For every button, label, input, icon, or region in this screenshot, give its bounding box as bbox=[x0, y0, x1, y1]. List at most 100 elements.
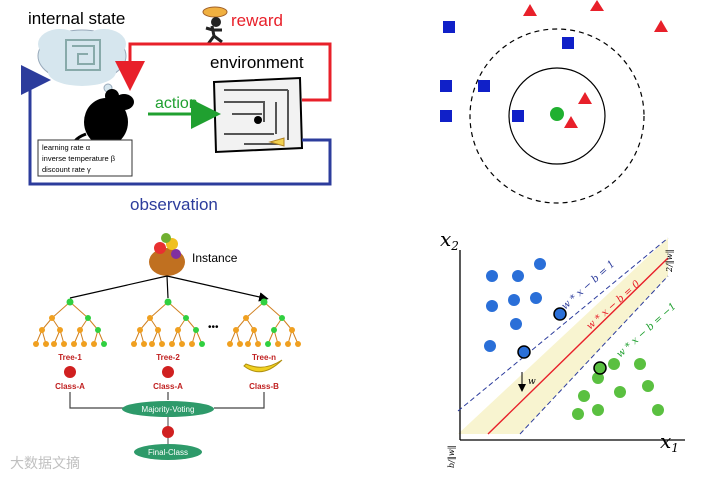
knn-blue-square bbox=[562, 37, 574, 49]
rf-vote-lines bbox=[69, 392, 265, 409]
svm-class-blue-point bbox=[486, 270, 498, 282]
tree-leaf bbox=[33, 341, 39, 347]
fruit-basket-icon bbox=[149, 233, 185, 276]
svm-decision-line bbox=[487, 257, 669, 435]
tree-node bbox=[95, 327, 101, 333]
knn-outer-circle bbox=[469, 28, 645, 204]
tree-n-class: Class-B bbox=[249, 382, 279, 391]
w-vector-label: w bbox=[528, 377, 536, 387]
tree-node bbox=[85, 315, 91, 321]
tree-leaf bbox=[265, 341, 271, 347]
tree-leaf bbox=[91, 341, 97, 347]
action-label: action bbox=[155, 95, 198, 112]
observation-label: observation bbox=[130, 195, 218, 214]
rf-ellipsis: ••• bbox=[208, 322, 219, 333]
tree-node bbox=[243, 315, 249, 321]
maze-environment-icon bbox=[212, 76, 304, 154]
tree-leaf bbox=[71, 341, 77, 347]
tree-node bbox=[137, 327, 143, 333]
knn-query-point bbox=[550, 107, 564, 121]
tree-1-label: Tree-1 bbox=[58, 353, 82, 362]
decision-tree bbox=[227, 298, 301, 347]
tree-leaf bbox=[149, 341, 155, 347]
tree-node bbox=[233, 327, 239, 333]
svm-class-green-point bbox=[578, 390, 590, 402]
internal-state-label: internal state bbox=[28, 9, 125, 28]
tree-node bbox=[57, 327, 63, 333]
knn-inner-circle bbox=[508, 67, 606, 165]
svm-class-blue-point bbox=[484, 340, 496, 352]
knn-blue-square bbox=[440, 110, 452, 122]
tree-leaf bbox=[227, 341, 233, 347]
margin-width-label: 2/‖w‖ bbox=[665, 249, 674, 273]
tree-leaf bbox=[245, 341, 251, 347]
majority-voting-node bbox=[122, 401, 214, 417]
svm-class-blue-point bbox=[486, 300, 498, 312]
tree-leaf bbox=[295, 341, 301, 347]
tree-node bbox=[251, 327, 257, 333]
svm-support-vector-blue bbox=[517, 345, 531, 359]
tree-leaf bbox=[101, 341, 107, 347]
tree-2-label: Tree-2 bbox=[156, 353, 180, 362]
tree-2-class: Class-A bbox=[153, 382, 183, 391]
svm-points bbox=[484, 258, 664, 420]
svm-class-green-point bbox=[592, 372, 604, 384]
svm-class-green-point bbox=[652, 404, 664, 416]
tree-leaf bbox=[285, 341, 291, 347]
svm-lower-margin-line bbox=[519, 275, 669, 435]
params-box bbox=[37, 139, 133, 177]
svm-class-green-point bbox=[634, 358, 646, 370]
knn-red-triangle bbox=[578, 92, 592, 104]
tree-node bbox=[271, 327, 277, 333]
tree-leaf bbox=[81, 341, 87, 347]
rf-trees bbox=[33, 275, 301, 347]
tree-n-label: Tree-n bbox=[252, 353, 276, 362]
tree-node bbox=[77, 327, 83, 333]
final-class-label: Final-Class bbox=[148, 448, 188, 457]
tree-leaf bbox=[275, 341, 281, 347]
tree-node bbox=[183, 315, 189, 321]
tree-leaf bbox=[51, 341, 57, 347]
thought-cloud bbox=[37, 29, 127, 99]
knn-red-triangle bbox=[654, 20, 668, 32]
reward-label: reward bbox=[231, 11, 283, 30]
svm-class-blue-point bbox=[508, 294, 520, 306]
environment-label: environment bbox=[210, 53, 304, 72]
final-class-node bbox=[134, 444, 202, 460]
param-discount-rate: discount rate γ bbox=[42, 165, 91, 174]
tree-leaf bbox=[255, 341, 261, 347]
rf-panel: Instance ••• Tree-1 Tree-2 Tree-n Class-… bbox=[33, 233, 301, 460]
offset-b-label: b/‖w‖ bbox=[447, 445, 456, 468]
svm-class-green-point bbox=[592, 404, 604, 416]
tree-leaf bbox=[179, 341, 185, 347]
tree-node bbox=[260, 298, 268, 306]
knn-red-triangle bbox=[523, 4, 537, 16]
tree-leaf bbox=[189, 341, 195, 347]
banana-icon bbox=[243, 359, 283, 373]
knn-blue-square bbox=[512, 110, 524, 122]
svm-class-green-point bbox=[572, 408, 584, 420]
tree-leaf bbox=[237, 341, 243, 347]
svm-class-green-point bbox=[608, 358, 620, 370]
tree-leaf bbox=[159, 341, 165, 347]
tree-node bbox=[289, 327, 295, 333]
reward-runner-icon bbox=[202, 6, 228, 45]
svm-class-green-point bbox=[642, 380, 654, 392]
tree-node bbox=[175, 327, 181, 333]
param-inverse-temperature: inverse temperature β bbox=[42, 154, 116, 163]
tree-leaf bbox=[141, 341, 147, 347]
svm-class-blue-point bbox=[512, 270, 524, 282]
decision-tree bbox=[131, 298, 205, 347]
tree-node bbox=[164, 298, 172, 306]
reward-arrow bbox=[115, 42, 332, 102]
knn-blue-square bbox=[478, 80, 490, 92]
instance-label: Instance bbox=[192, 251, 238, 265]
svm-class-blue-point bbox=[510, 318, 522, 330]
apple-icon bbox=[64, 366, 76, 378]
svm-class-green-point bbox=[614, 386, 626, 398]
x1-axis-label: x1 bbox=[660, 429, 679, 455]
tree-leaf bbox=[199, 341, 205, 347]
knn-blue-square bbox=[443, 21, 455, 33]
majority-voting-label: Majority-Voting bbox=[142, 405, 195, 414]
